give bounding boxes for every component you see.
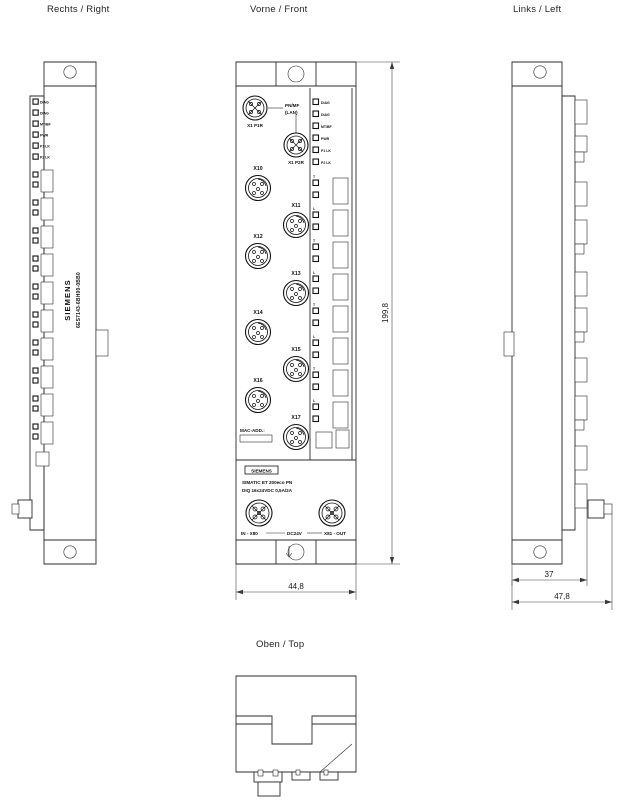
connector-x81-power-out: [318, 499, 346, 527]
mac-address-field: MAC-ADD.:: [239, 428, 273, 443]
channel-mark-1: L: [313, 207, 316, 211]
pn-interface-label-line2: (LAN): [285, 110, 298, 115]
left-dimension-depth-overall: 47,8: [511, 514, 613, 610]
front-dimension-height: 199,8: [356, 61, 400, 565]
front-led-label-4: P1 LK: [321, 149, 331, 153]
right-view-brand-text: SIEMENS: [63, 279, 72, 320]
right-view-led-column: DIAG DIAG MT/BF PWR P1 LK P2 LK: [32, 98, 52, 160]
top-view-connector-stub-2: [291, 771, 311, 781]
left-view-side-tab: [503, 331, 515, 357]
front-view-channel-stack: T L T L T L: [312, 175, 350, 449]
connector-label-x14: X14: [253, 310, 262, 316]
view-front: X1 P1R PN/MF (LAN) X1 P2R DIAG DIAG: [235, 61, 357, 565]
left-view-connector-profiles: [574, 99, 588, 509]
connector-x12: X12: [244, 234, 272, 270]
top-view-connector-stub-1b: [257, 781, 281, 797]
front-led-label-3: PWR: [321, 137, 330, 141]
dimension-value-width: 44,8: [288, 582, 304, 591]
front-dimension-width: 44,8: [235, 564, 357, 600]
right-view-channel-stack: [32, 169, 54, 467]
channel-mark-6: T: [313, 367, 316, 371]
nameplate-module-type: DIQ 16x24VDC 0,5A/2A: [242, 488, 293, 493]
connector-x11: X11: [282, 203, 310, 239]
channel-mark-7: L: [313, 399, 316, 403]
connector-x1-p2r: X1 P2R: [283, 132, 309, 165]
connector-label-x15: X15: [291, 347, 300, 353]
view-title-top: Oben / Top: [256, 639, 305, 650]
connector-x1-p1r: X1 P1R: [242, 95, 268, 128]
right-led-label-4: P1 LK: [40, 145, 50, 149]
front-led-label-5: P2 LK: [321, 161, 331, 165]
connector-label-x11: X11: [292, 203, 301, 209]
nameplate-product: SIMATIC ET 200eco PN: [242, 480, 293, 485]
front-led-label-1: DIAG: [321, 113, 330, 117]
right-led-label-1: DIAG: [40, 112, 49, 116]
left-view-power-stub: [587, 499, 605, 519]
dimension-value-depth-overall: 47,8: [554, 592, 570, 601]
connector-label-x16: X16: [253, 378, 262, 384]
connector-label-x10: X10: [253, 166, 262, 172]
pn-interface-label-line1: PN/MF: [285, 103, 299, 108]
front-view-led-column: DIAG DIAG MT/BF PWR P1 LK P2 LK: [312, 98, 333, 166]
mac-address-label: MAC-ADD.:: [240, 428, 265, 433]
connector-label-x1-p1r: X1 P1R: [247, 123, 264, 128]
view-top: [235, 675, 357, 797]
channel-mark-3: L: [313, 271, 316, 275]
dimension-value-depth-body: 37: [545, 570, 554, 579]
connector-label-x13: X13: [291, 271, 300, 277]
dimension-value-height: 199,8: [381, 302, 390, 323]
view-left: [503, 61, 613, 565]
connector-x17: X17: [282, 415, 310, 451]
channel-mark-2: T: [313, 239, 316, 243]
connector-x10: X10: [244, 166, 272, 202]
connector-label-x1-p2r: X1 P2R: [288, 160, 305, 165]
connector-x14: X14: [244, 310, 272, 346]
top-view-connector-stub-3: [319, 771, 339, 781]
view-title-right: Rechts / Right: [47, 4, 110, 15]
connector-x13: X13: [282, 271, 310, 307]
product-nameplate: SIEMENS SIMATIC ET 200eco PN DIQ 16x24VD…: [242, 465, 293, 493]
channel-mark-5: L: [313, 335, 316, 339]
front-led-label-0: DIAG: [321, 101, 330, 105]
nameplate-brand: SIEMENS: [251, 469, 272, 474]
ground-symbol: [285, 546, 293, 558]
connector-x80-power-in: [245, 499, 273, 527]
front-led-label-2: MT/BF: [321, 125, 333, 129]
connector-x16: X16: [244, 378, 272, 414]
view-title-left: Links / Left: [513, 4, 562, 15]
view-title-front: Vorne / Front: [250, 4, 308, 15]
power-out-label: X81 - OUT: [324, 531, 346, 536]
connector-x15: X15: [282, 347, 310, 383]
right-led-label-3: PWR: [40, 134, 49, 138]
right-led-label-0: DIAG: [40, 101, 49, 105]
power-voltage-label: DC24V: [287, 531, 303, 536]
right-view-power-stub: [17, 499, 33, 519]
connector-label-x12: X12: [253, 234, 262, 240]
right-led-label-2: MT/BF: [40, 123, 52, 127]
right-view-article-number: 6ES7143-6BH00-0BB0: [76, 272, 82, 328]
power-in-label: IN - X80: [241, 531, 258, 536]
connector-label-x17: X17: [291, 415, 300, 421]
channel-mark-0: T: [313, 175, 316, 179]
right-view-side-tab: [95, 329, 109, 357]
right-led-label-5: P2 LK: [40, 156, 50, 160]
channel-mark-4: T: [313, 303, 316, 307]
view-right: DIAG DIAG MT/BF PWR P1 LK P2 LK: [11, 61, 109, 565]
